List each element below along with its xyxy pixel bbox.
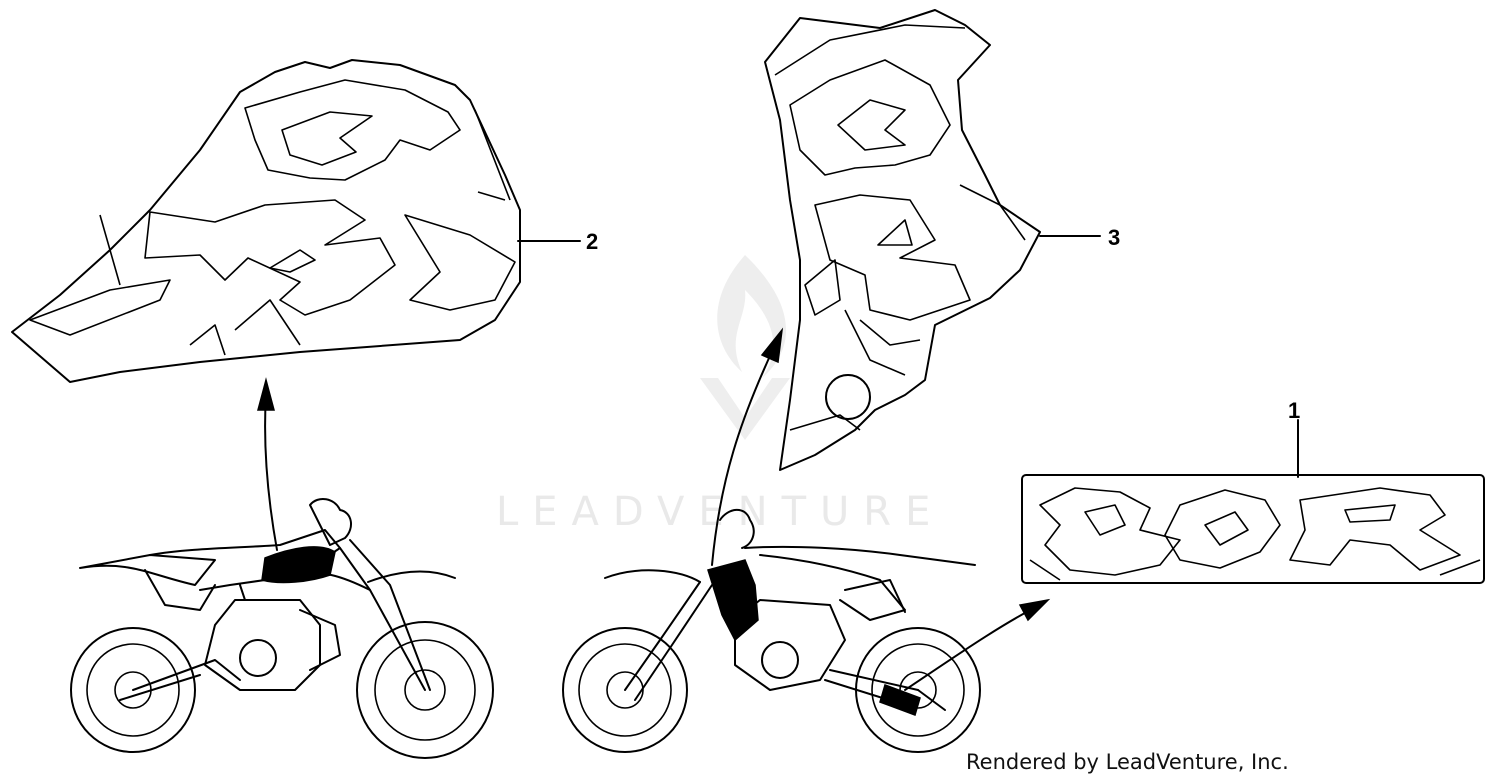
callout-part-3: 3 [1108, 225, 1120, 250]
decal-part-3 [764, 9, 1041, 471]
decal-part-2 [11, 59, 521, 383]
callout-part-1: 1 [1288, 398, 1300, 423]
callout-lines [517, 235, 1299, 478]
credit-text: Rendered by LeadVenture, Inc. [966, 750, 1289, 774]
motorcycle-right-view [562, 508, 981, 753]
arrow-to-shroud-right [711, 327, 784, 566]
motorcycle-left-view [70, 498, 494, 759]
watermark-text: LEADVENTURE [496, 489, 944, 535]
watermark: LEADVENTURE [496, 255, 944, 535]
watermark-flame-icon [700, 255, 790, 440]
arrow-to-swingarm [904, 598, 1051, 691]
decal-part-1 [1021, 474, 1485, 584]
callout-part-2: 2 [586, 229, 598, 254]
arrow-to-tank-left [257, 377, 278, 551]
